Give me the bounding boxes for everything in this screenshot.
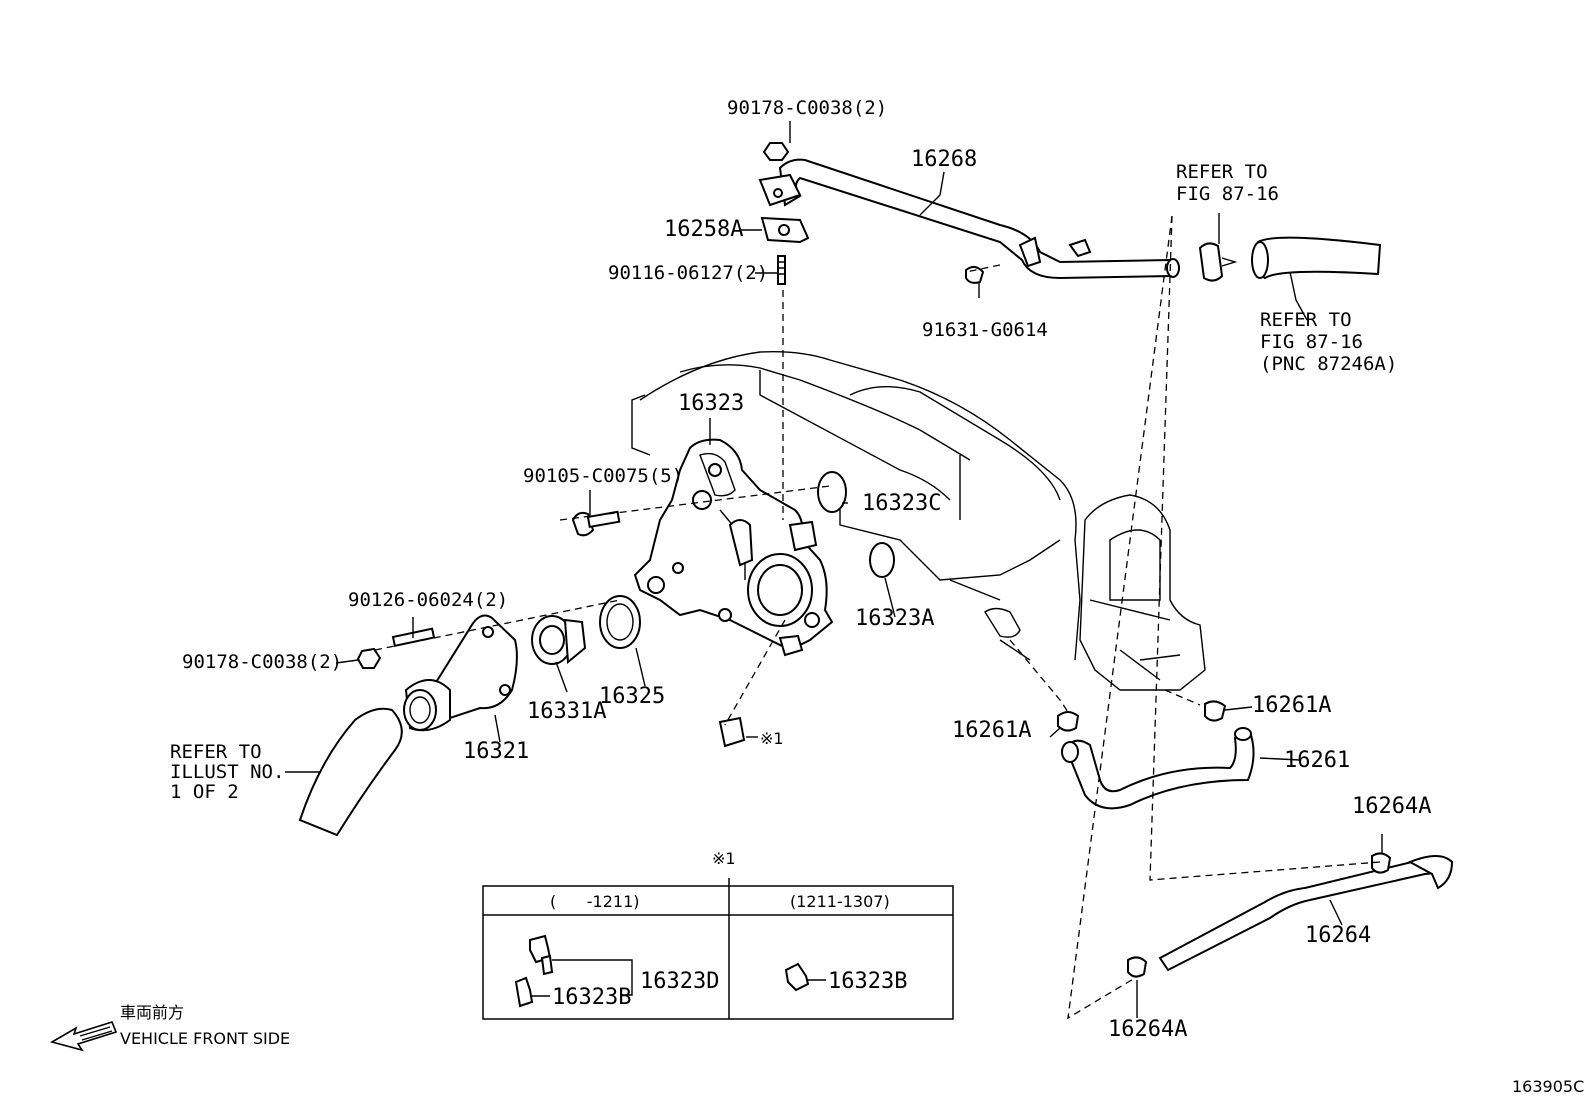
label-90178-left: 90178-C0038(2) [182, 651, 342, 673]
bolt-90105 [571, 510, 621, 537]
refer-top-line2: FIG 87-16 [1176, 183, 1279, 205]
label-ref1: ※1 [760, 729, 784, 748]
front-label-en: VEHICLE FRONT SIDE [120, 1029, 290, 1048]
nut-90178-left [356, 647, 382, 669]
label-16321: 16321 [463, 739, 529, 764]
label-90126: 90126-06024(2) [348, 589, 508, 611]
leader-lines [285, 121, 1383, 1018]
label-16325: 16325 [599, 684, 665, 709]
thermostat-16331A [531, 615, 587, 665]
label-16268: 16268 [911, 147, 977, 172]
stud-90116 [777, 255, 786, 285]
inset-col1-header: ( -1211) [550, 892, 640, 911]
o-ring-16323A [869, 542, 895, 578]
label-91631: 91631-G0614 [922, 319, 1048, 341]
refer-right-line1: REFER TO [1260, 309, 1352, 331]
part-labels: 90178-C0038(2) 16268 16258A 90116-06127(… [170, 97, 1431, 1042]
bolt-91631 [965, 266, 985, 284]
clamp-16264A-top [1371, 852, 1392, 874]
hose-16261 [1061, 727, 1255, 810]
water-inlet-16321 [403, 614, 518, 732]
radiator-hose-ref [1251, 236, 1382, 280]
inset-col1-part-b: 16323B [552, 985, 631, 1010]
water-inlet-housing-16323 [633, 438, 834, 657]
alignment-lines [374, 215, 1381, 1020]
label-16264A-top: 16264A [1352, 794, 1431, 819]
label-16323: 16323 [678, 391, 744, 416]
nut-90178-top [762, 142, 790, 161]
radiator-hose-left [298, 707, 403, 837]
label-90105: 90105-C0075(5) [523, 465, 683, 487]
water-pipe-16268 [758, 158, 1180, 280]
label-90116: 90116-06127(2) [608, 262, 768, 284]
inset-marker: ※1 [712, 849, 736, 868]
hose-clamp-ref [1198, 242, 1238, 282]
refer-top-line1: REFER TO [1176, 161, 1268, 183]
refer-right-line3: (PNC 87246A) [1260, 353, 1397, 375]
clamp-16261A-left [1057, 711, 1080, 732]
hose-16264 [1158, 855, 1454, 972]
refer-left-line2: ILLUST NO. [170, 761, 284, 783]
diagram-id: 163905C [1512, 1077, 1584, 1096]
label-16323A: 16323A [855, 606, 934, 631]
label-16264A-bottom: 16264A [1108, 1017, 1187, 1042]
o-ring-16323C [817, 471, 847, 513]
label-16261A-left: 16261A [952, 718, 1031, 743]
label-16258A: 16258A [664, 217, 743, 242]
inset-table: ※1 ( -1211) (1211-1307) 16323D 16323B 16… [482, 849, 954, 1020]
clamp-16261A-right [1204, 700, 1227, 722]
label-16261A-right: 16261A [1252, 693, 1331, 718]
refer-right-line2: FIG 87-16 [1260, 331, 1363, 353]
inset-col2-part: 16323B [828, 969, 907, 994]
drain-plug [718, 716, 746, 748]
front-arrow-icon [49, 1021, 118, 1052]
refer-left-line3: 1 OF 2 [170, 781, 239, 803]
inset-col2-header: (1211-1307) [790, 892, 890, 911]
gasket-16258A [760, 216, 810, 244]
label-16323C: 16323C [862, 491, 941, 516]
inset-col1-part-a: 16323D [640, 969, 719, 994]
label-90178-top: 90178-C0038(2) [727, 97, 887, 119]
label-16331A: 16331A [527, 699, 606, 724]
clamp-16264A-bottom [1127, 956, 1148, 978]
refer-left-line1: REFER TO [170, 741, 262, 763]
label-16261: 16261 [1284, 748, 1350, 773]
label-16264: 16264 [1305, 923, 1371, 948]
engine-block-outline [631, 351, 1206, 691]
gasket-16325 [599, 595, 641, 649]
front-label-jp: 車両前方 [120, 1003, 184, 1022]
vehicle-front-indicator: 車両前方 VEHICLE FRONT SIDE [49, 1003, 290, 1052]
